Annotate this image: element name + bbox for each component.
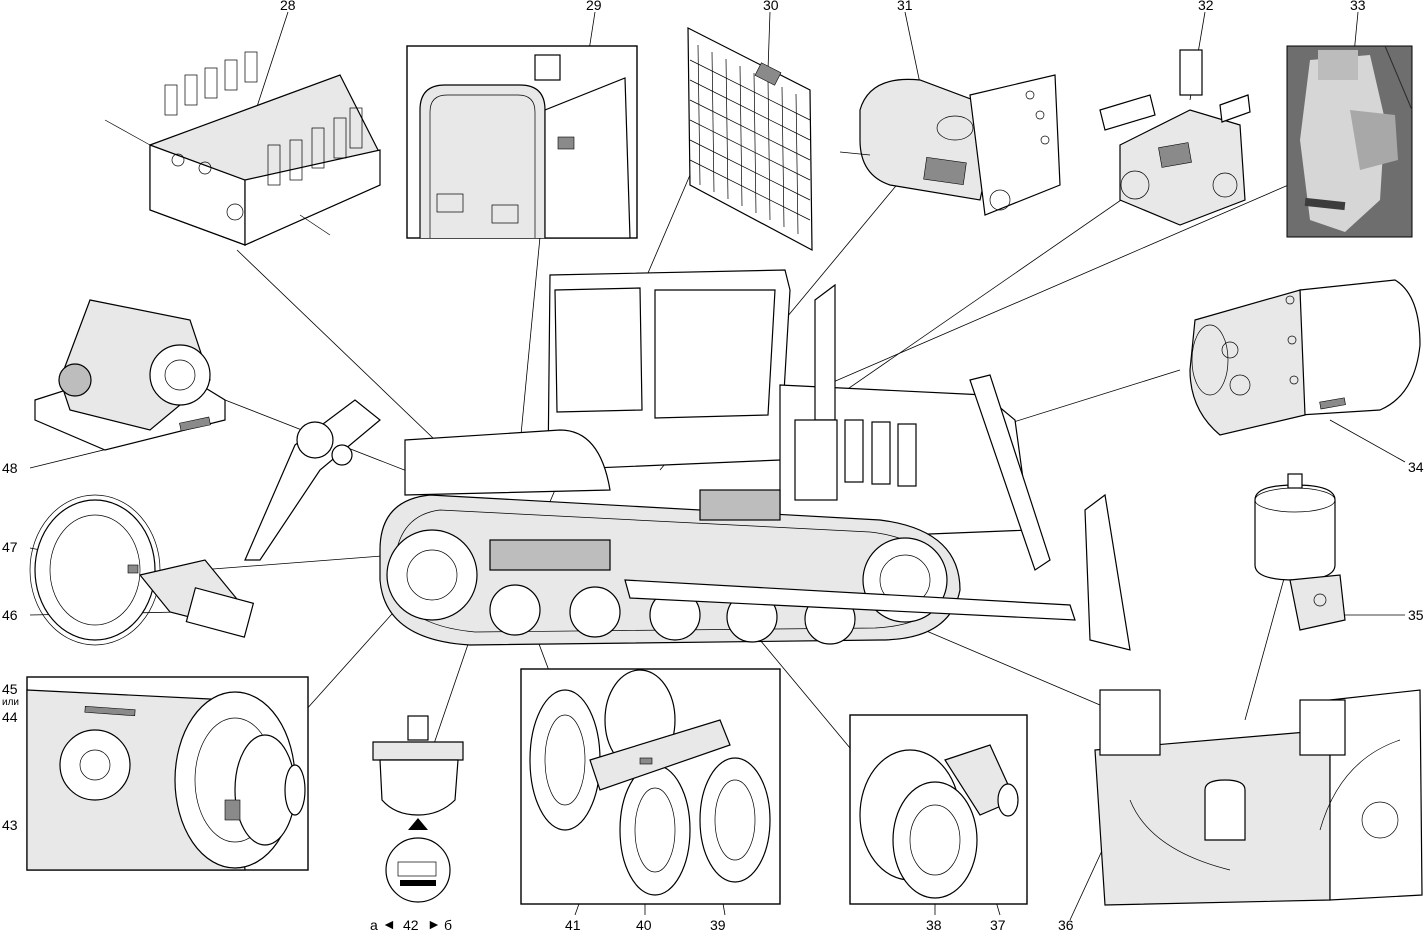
callout-45: 45 [2, 681, 18, 697]
callout-37: 37 [990, 917, 1006, 933]
callout-30: 30 [763, 0, 779, 13]
callout-46: 46 [2, 607, 18, 623]
callout-47: 47 [2, 539, 18, 555]
callout-35: 35 [1408, 607, 1424, 623]
or-label: или [2, 697, 19, 708]
crown-gear-view [29, 494, 255, 646]
callout-33: 33 [1350, 0, 1366, 13]
hydraulic-motor-view [839, 74, 1061, 216]
fuel-tank-view [406, 45, 638, 239]
svg-text:◄: ◄ [382, 916, 396, 932]
hydraulic-pump-view [1189, 279, 1421, 436]
track-rollers-view [520, 668, 781, 905]
callout-34: 34 [1408, 459, 1424, 475]
callout-38: 38 [926, 917, 942, 933]
support-rollers-view [849, 714, 1028, 905]
control-module-view [372, 715, 464, 903]
callout-44: 44 [2, 709, 18, 725]
transmission-view [1094, 689, 1423, 906]
callout-36: 36 [1058, 917, 1074, 933]
plate-mark-a: а [370, 917, 378, 933]
final-drive-view [26, 676, 309, 871]
callout-29: 29 [586, 0, 602, 13]
crawler-tractor [244, 269, 1131, 651]
callout-28: 28 [280, 0, 296, 13]
callout-39: 39 [710, 917, 726, 933]
callout-32: 32 [1198, 0, 1214, 13]
callout-41: 41 [565, 917, 581, 933]
reduction-gear-view [34, 299, 226, 451]
callout-31: 31 [897, 0, 913, 13]
valve-view [1099, 49, 1251, 226]
sensor-photo-view [1286, 45, 1413, 238]
plate-mark-b: б [444, 917, 452, 933]
hydraulic-distributor-view [104, 51, 381, 246]
callout-48: 48 [2, 460, 18, 476]
callout-42: 42 [403, 917, 419, 933]
callout-40: 40 [636, 917, 652, 933]
radiator-grille-view [687, 27, 813, 252]
callout-43: 43 [2, 817, 18, 833]
svg-text:►: ► [427, 916, 441, 932]
oil-filter-view [1254, 473, 1346, 631]
